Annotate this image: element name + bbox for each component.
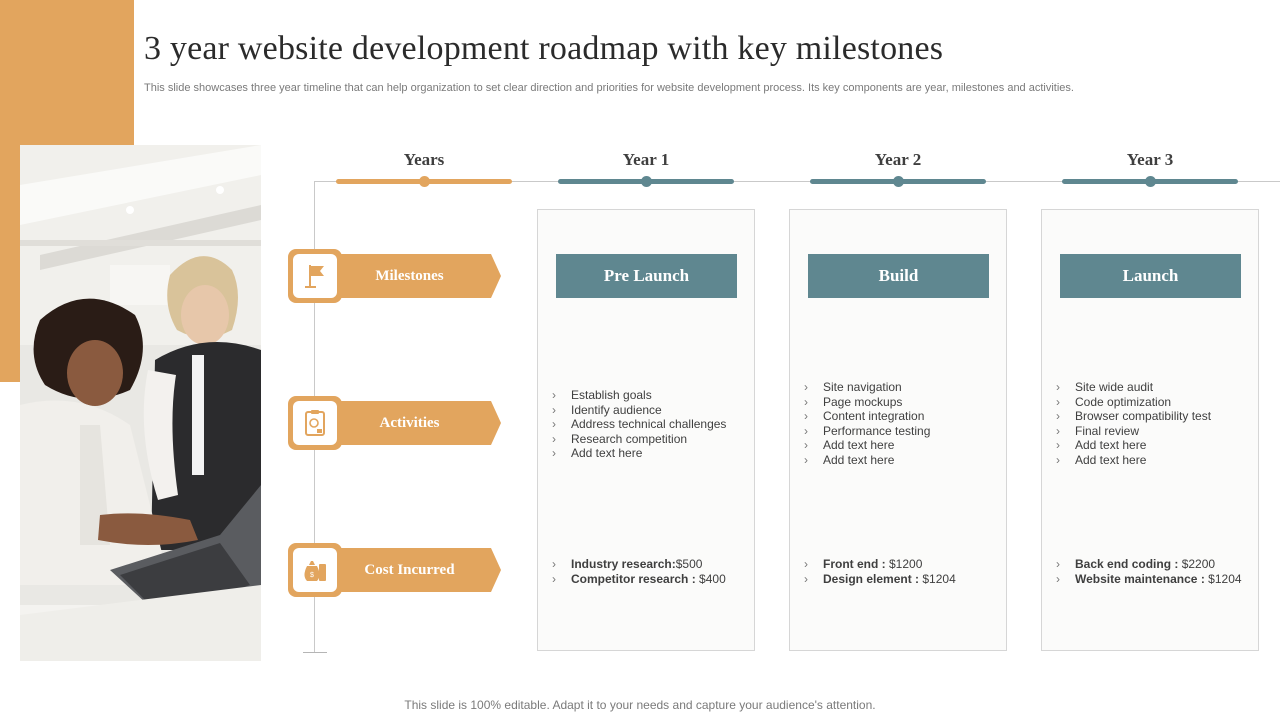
list-item: Browser compatibility test (1056, 409, 1211, 424)
list-item: Page mockups (804, 395, 930, 410)
list-item: Site wide audit (1056, 380, 1211, 395)
clipboard-icon (305, 410, 325, 436)
list-item: Address technical challenges (552, 417, 726, 432)
card-year-3: Launch Site wide audit Code optimization… (1041, 209, 1259, 651)
svg-text:$: $ (310, 572, 314, 579)
cost-item: Design element : $1204 (804, 572, 956, 587)
cost-label: Back end coding : (1075, 557, 1179, 571)
timeline-segment-year-3 (1062, 176, 1238, 187)
slide-footer: This slide is 100% editable. Adapt it to… (404, 698, 876, 712)
card-year-1: Pre Launch Establish goals Identify audi… (537, 209, 755, 651)
cost-value: $1204 (1208, 571, 1242, 586)
column-header-years: Years (403, 150, 445, 169)
cost-label: Front end : (823, 557, 886, 571)
cost-item: Industry research:$500 (552, 557, 726, 572)
row-label-text: Cost Incurred (328, 548, 491, 592)
costs-list: Industry research:$500 Competitor resear… (552, 557, 726, 586)
slide-subtitle: This slide showcases three year timeline… (144, 82, 1074, 94)
column-header-year-1: Year 1 (622, 150, 670, 169)
column-header-year-3: Year 3 (1126, 150, 1174, 169)
cost-value: $2200 (1181, 557, 1216, 571)
row-label-arrow (491, 401, 501, 445)
timeline-segment-year-1 (558, 176, 734, 187)
list-item: Add text here (552, 446, 726, 461)
cost-item: Website maintenance : $1204 (1056, 572, 1242, 587)
list-item: Add text here (1056, 438, 1211, 453)
activities-list: Establish goals Identify audience Addres… (552, 388, 726, 461)
row-label-text: Activities (328, 401, 491, 445)
cost-item: Front end : $1200 (804, 557, 956, 572)
cost-item: Competitor research : $400 (552, 572, 726, 587)
row-badge: $ (288, 543, 342, 597)
costs-list: Front end : $1200 Design element : $1204 (804, 557, 956, 586)
row-badge (288, 249, 342, 303)
row-label-arrow (491, 548, 501, 592)
row-label-arrow (491, 254, 501, 298)
list-item: Add text here (804, 453, 930, 468)
activities-list: Site navigation Page mockups Content int… (804, 380, 930, 467)
list-item: Establish goals (552, 388, 726, 403)
milestone-header: Launch (1060, 254, 1241, 298)
cost-label: Design element : (823, 571, 920, 586)
cost-label: Website maintenance : (1075, 571, 1205, 586)
row-label-activities: Activities (288, 396, 512, 450)
milestone-header: Build (808, 254, 989, 298)
slide-title: 3 year website development roadmap with … (144, 30, 944, 67)
list-item: Content integration (804, 409, 930, 424)
timeline-segment-years (336, 176, 512, 187)
cost-value: $1204 (922, 571, 956, 586)
cost-value: $400 (699, 571, 726, 586)
column-header-year-2: Year 2 (874, 150, 922, 169)
row-badge (288, 396, 342, 450)
list-item: Identify audience (552, 403, 726, 418)
list-item: Research competition (552, 432, 726, 447)
list-item: Performance testing (804, 424, 930, 439)
card-year-2: Build Site navigation Page mockups Conte… (789, 209, 1007, 651)
cost-item: Back end coding : $2200 (1056, 557, 1242, 572)
timeline-dot (892, 176, 904, 187)
list-item: Add text here (804, 438, 930, 453)
list-item: Add text here (1056, 453, 1211, 468)
row-axis-foot (303, 652, 327, 653)
list-item: Code optimization (1056, 395, 1211, 410)
list-item: Final review (1056, 424, 1211, 439)
timeline-line (315, 181, 1280, 182)
activities-list: Site wide audit Code optimization Browse… (1056, 380, 1211, 467)
office-photo (20, 145, 261, 661)
flag-icon (305, 265, 324, 288)
timeline-dot (640, 176, 652, 187)
cost-value: $1200 (889, 557, 923, 571)
costs-list: Back end coding : $2200 Website maintena… (1056, 557, 1242, 586)
cost-label: Industry research: (571, 557, 676, 571)
milestone-header: Pre Launch (556, 254, 737, 298)
timeline-segment-year-2 (810, 176, 986, 187)
timeline-dot (418, 176, 430, 187)
row-label-cost-incurred: Cost Incurred $ (288, 543, 512, 597)
row-label-text: Milestones (328, 254, 491, 298)
timeline-dot (1144, 176, 1156, 187)
list-item: Site navigation (804, 380, 930, 395)
cost-label: Competitor research : (571, 571, 696, 586)
cost-value: $500 (675, 557, 703, 571)
money-bag-icon: $ (304, 561, 326, 581)
row-label-milestones: Milestones (288, 249, 512, 303)
